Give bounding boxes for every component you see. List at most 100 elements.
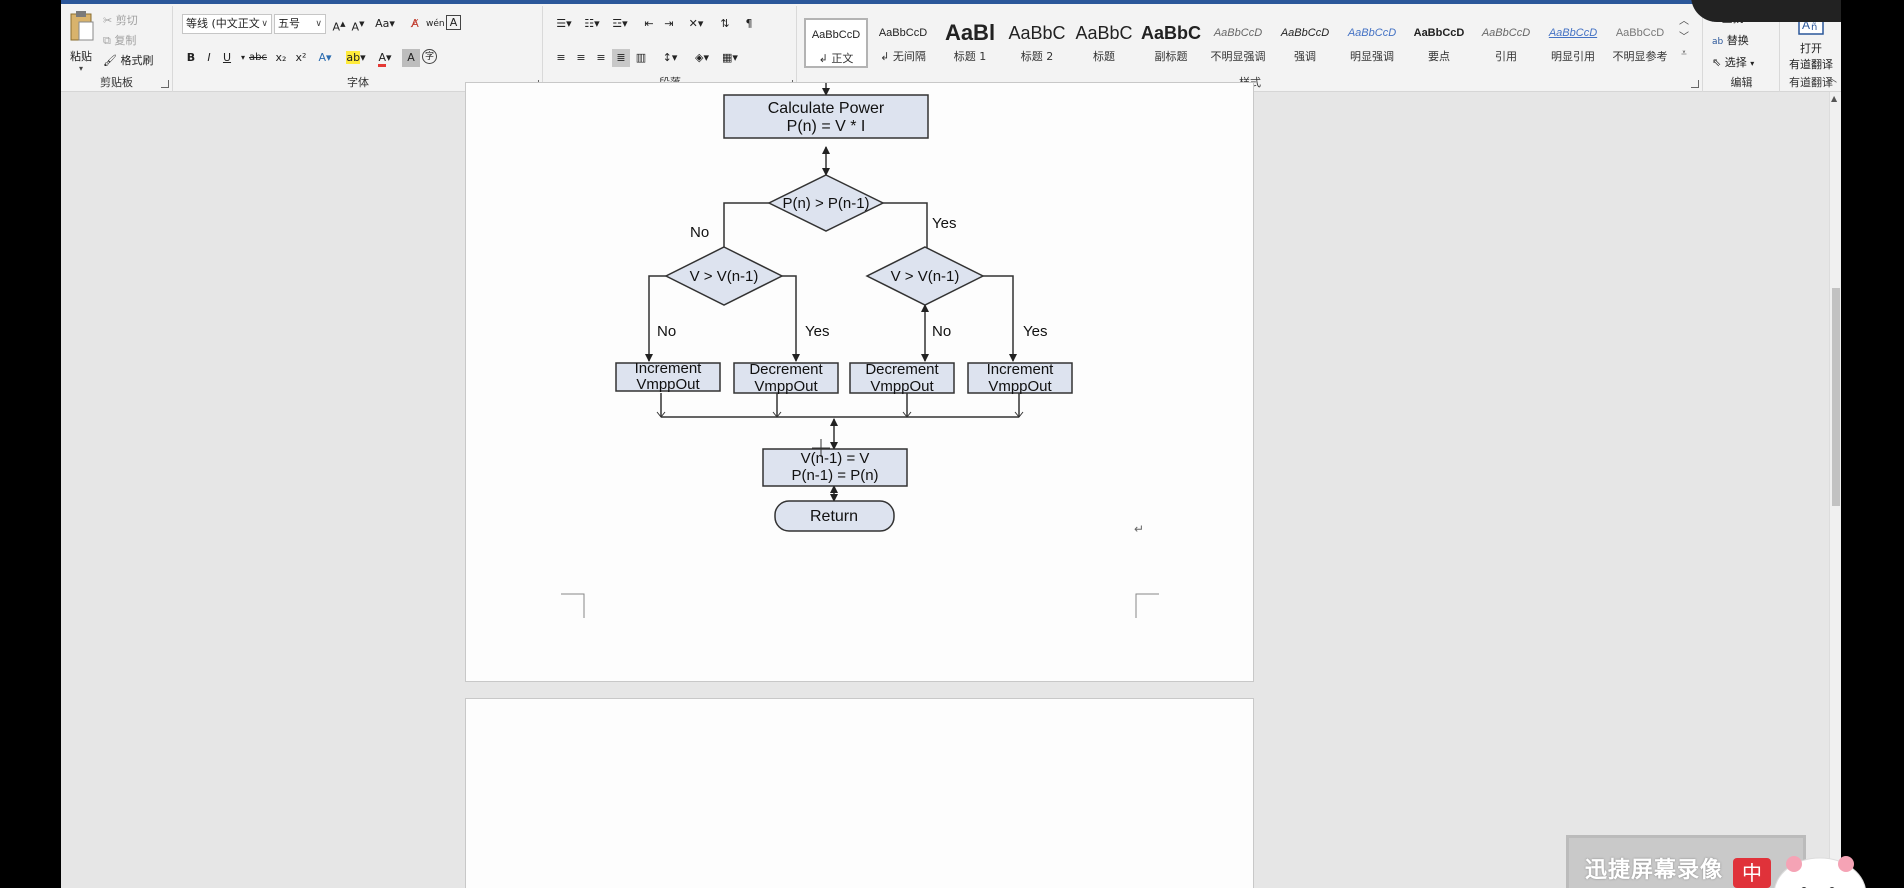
box-label: Decrement — [749, 361, 823, 378]
copy-icon: ⧉ — [103, 34, 111, 47]
ime-indicator[interactable]: 中 — [1733, 858, 1771, 888]
paste-icon — [70, 11, 94, 41]
chevron-up-icon[interactable]: ︿ — [1679, 16, 1689, 27]
gallery-scroll[interactable]: ︿ ﹀ ⩡ — [1676, 14, 1692, 62]
translate-group-label: 有道翻译 — [1789, 76, 1833, 89]
clear-format-icon[interactable]: A̸ — [411, 17, 419, 30]
branch-label-yes: Yes — [932, 215, 956, 232]
voltage-decision-right[interactable]: V > V(n-1) — [865, 246, 985, 306]
calculate-power-box[interactable]: Calculate Power P(n) = V * I — [723, 94, 929, 139]
editing-group-label: 编辑 — [1730, 76, 1753, 89]
style-subtle-emphasis[interactable]: AaBbCcD 不明显强调 — [1206, 18, 1270, 68]
sort-icon[interactable]: ⇅ — [720, 17, 730, 30]
style-normal[interactable]: AaBbCcD ↲ 正文 — [804, 18, 868, 68]
copy-button[interactable]: ⧉ 复制 — [103, 32, 136, 48]
gallery-more-icon[interactable]: ⩡ — [1681, 48, 1687, 59]
char-shading-icon[interactable]: A — [402, 49, 420, 67]
align-center-icon[interactable]: ≡ — [576, 51, 586, 64]
box-label: Decrement — [865, 361, 939, 378]
numbering-icon[interactable]: ☷▾ — [584, 17, 600, 30]
mascot-sticker — [1774, 856, 1866, 888]
bullets-icon[interactable]: ☰▾ — [556, 17, 572, 30]
increase-indent-icon[interactable]: ⇥ — [664, 17, 674, 30]
style-intense-emphasis[interactable]: AaBbCcD 明显强调 — [1340, 18, 1404, 68]
scrollbar-thumb[interactable] — [1832, 288, 1840, 506]
branch-label-no: No — [690, 224, 709, 241]
superscript-icon[interactable]: x² — [295, 51, 307, 64]
paste-button[interactable]: 粘贴 ▾ — [67, 10, 95, 73]
box-label: Increment — [987, 361, 1055, 378]
style-no-spacing[interactable]: AaBbCcD ↲ 无间隔 — [871, 18, 935, 68]
decrement-box-right[interactable]: Decrement VmppOut — [849, 361, 955, 395]
style-name: 标题 — [1093, 50, 1115, 63]
chevron-down-icon: ∨ — [315, 19, 322, 29]
highlight-icon[interactable]: ab▾ — [346, 51, 366, 64]
style-subtle-reference[interactable]: AaBbCcD 不明显参考 — [1608, 18, 1672, 68]
collapse-ribbon-icon[interactable]: ︿ — [1827, 74, 1837, 85]
style-sample: AaBbCcD — [811, 29, 861, 41]
chevron-down-icon[interactable]: ▾ — [78, 64, 83, 73]
bold-icon[interactable]: B — [186, 51, 196, 64]
align-left-icon[interactable]: ≡ — [556, 51, 566, 64]
strikethrough-icon[interactable]: abc — [249, 52, 267, 63]
style-intense-quote[interactable]: AaBbCcD 明显引用 — [1541, 18, 1605, 68]
format-painter-button[interactable]: 🖌 格式刷 — [103, 52, 153, 68]
line-spacing-icon[interactable]: ↕▾ — [662, 51, 678, 64]
box-label: VmppOut — [754, 378, 818, 395]
style-title[interactable]: AaBbC 标题 — [1072, 18, 1136, 68]
style-quote[interactable]: AaBbCcD 引用 — [1474, 18, 1538, 68]
phonetic-guide-icon[interactable]: wén — [426, 19, 445, 29]
shrink-font-icon[interactable]: A▼ — [351, 20, 365, 34]
styles-launcher-icon[interactable] — [1691, 80, 1699, 88]
italic-icon[interactable]: I — [207, 51, 211, 64]
chevron-down-icon[interactable]: ﹀ — [1679, 32, 1689, 43]
update-values-box[interactable]: V(n-1) = V P(n-1) = P(n) — [762, 448, 908, 487]
scroll-up-icon[interactable]: ▲ — [1831, 94, 1838, 103]
vertical-scrollbar[interactable]: ▲ — [1829, 92, 1841, 888]
style-emphasis[interactable]: AaBbCcD 强调 — [1273, 18, 1337, 68]
align-right-icon[interactable]: ≡ — [596, 51, 606, 64]
return-terminal[interactable]: Return — [774, 500, 895, 532]
style-heading-2[interactable]: AaBbC 标题 2 — [1005, 18, 1069, 68]
font-color-icon[interactable]: A▾ — [374, 49, 396, 67]
increment-box-right[interactable]: Increment VmppOut — [967, 361, 1073, 395]
enclose-char-icon[interactable]: 字 — [422, 49, 437, 64]
distributed-icon[interactable]: ▥ — [635, 51, 647, 64]
document-area: Calculate Power P(n) = V * I P(n) > P(n-… — [61, 82, 1829, 888]
justify-icon[interactable]: ≣ — [612, 49, 630, 67]
cut-label: 剪切 — [115, 14, 138, 27]
font-family-select[interactable]: 等线 (中文正文 ∨ — [182, 14, 272, 34]
increment-box-left[interactable]: Increment VmppOut — [615, 360, 721, 393]
power-decision-diamond[interactable]: P(n) > P(n-1) — [767, 174, 885, 232]
chinese-layout-icon[interactable]: ✕▾ — [688, 17, 704, 30]
replace-button[interactable]: ab 替换 — [1712, 32, 1749, 48]
decrease-indent-icon[interactable]: ⇤ — [644, 17, 654, 30]
decrement-box-left[interactable]: Decrement VmppOut — [733, 361, 839, 395]
subscript-icon[interactable]: x₂ — [275, 51, 287, 64]
show-marks-icon[interactable]: ¶ — [745, 17, 753, 30]
style-name: 不明显参考 — [1612, 50, 1668, 63]
shading-icon[interactable]: ◈▾ — [695, 51, 709, 64]
cut-button[interactable]: ✂ 剪切 — [103, 12, 138, 28]
style-strong[interactable]: AaBbCcD 要点 — [1407, 18, 1471, 68]
move-cursor-icon — [812, 439, 830, 457]
style-subtitle[interactable]: AaBbC 副标题 — [1139, 18, 1203, 68]
ribbon: 粘贴 ▾ ✂ 剪切 ⧉ 复制 🖌 格式刷 剪贴板 等线 (中文正文 ∨ — [61, 0, 1841, 92]
clipboard-launcher-icon[interactable] — [161, 80, 169, 88]
margin-corner-right — [1135, 593, 1159, 618]
translate-label-1: 打开 — [1800, 42, 1822, 55]
select-button[interactable]: ⇖ 选择 ▾ — [1712, 54, 1754, 70]
font-size-select[interactable]: 五号 ∨ — [274, 14, 326, 34]
style-name: 副标题 — [1154, 50, 1188, 63]
borders-icon[interactable]: ▦▾ — [722, 51, 738, 64]
chevron-down-icon[interactable]: ▾ — [240, 53, 245, 62]
multilevel-list-icon[interactable]: ☲▾ — [612, 17, 628, 30]
voltage-decision-left[interactable]: V > V(n-1) — [664, 246, 784, 306]
grow-font-icon[interactable]: A▲ — [332, 20, 346, 34]
underline-icon[interactable]: U — [222, 51, 232, 64]
char-border-icon[interactable]: A — [446, 15, 461, 30]
paragraph-group: ☰▾ ☷▾ ☲▾ ⇤ ⇥ ✕▾ ⇅ ¶ ≡ ≡ ≡ ≣ ▥ ↕▾ ◈▾ ▦▾ 段… — [544, 6, 797, 92]
change-case-icon[interactable]: Aa▾ — [375, 17, 395, 30]
text-effects-icon[interactable]: A▾ — [318, 51, 332, 64]
style-heading-1[interactable]: AaBl 标题 1 — [938, 18, 1002, 68]
